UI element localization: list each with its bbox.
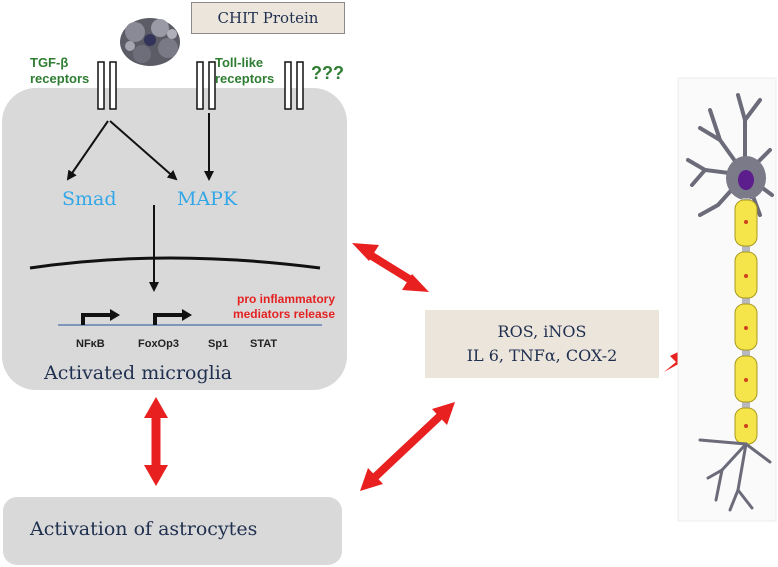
gene-sp1: Sp1: [208, 338, 229, 350]
nuclear-membrane: [29, 256, 321, 270]
mediators-line-1: ROS, iNOS: [497, 322, 587, 341]
gene-stat: STAT: [250, 338, 278, 350]
toll-receptor-label: Toll-like receptors: [215, 55, 275, 86]
activation-astrocytes-label: Activation of astrocytes: [30, 518, 258, 540]
transcription-arrow-icon: [81, 313, 184, 325]
signalling-arrows: [66, 113, 214, 292]
double-arrow-astrocytes-mediators: [360, 402, 455, 491]
toll-receptor-icon: [196, 61, 216, 110]
tgf-receptor-icon: [97, 61, 117, 110]
unknown-receptor-label: ???: [311, 63, 344, 83]
gene-nfkb: NFκB: [76, 338, 105, 350]
smad-label: Smad: [62, 188, 117, 210]
microglia-cell-box: [2, 88, 347, 390]
neuron-icon: [677, 77, 777, 522]
activated-microglia-label: Activated microglia: [44, 362, 233, 384]
tgf-receptor-label: TGF-β receptors: [30, 55, 90, 86]
pro-inflammatory-label: pro inflammatory mediators release: [232, 292, 335, 321]
gene-foxop3: FoxOp3: [138, 338, 179, 350]
double-arrow-microglia-astrocytes: [144, 397, 168, 486]
mapk-label: MAPK: [177, 188, 238, 210]
chit-protein-label: CHIT Protein: [191, 2, 345, 34]
mediators-box: ROS, iNOS IL 6, TNFα, COX-2: [425, 310, 659, 378]
mediators-line-2: IL 6, TNFα, COX-2: [466, 346, 618, 365]
chit-protein-structure-icon: [120, 18, 180, 66]
astrocytes-box: [3, 497, 342, 565]
unknown-receptor-icon: [284, 61, 304, 110]
double-arrow-microglia-mediators: [352, 243, 429, 292]
